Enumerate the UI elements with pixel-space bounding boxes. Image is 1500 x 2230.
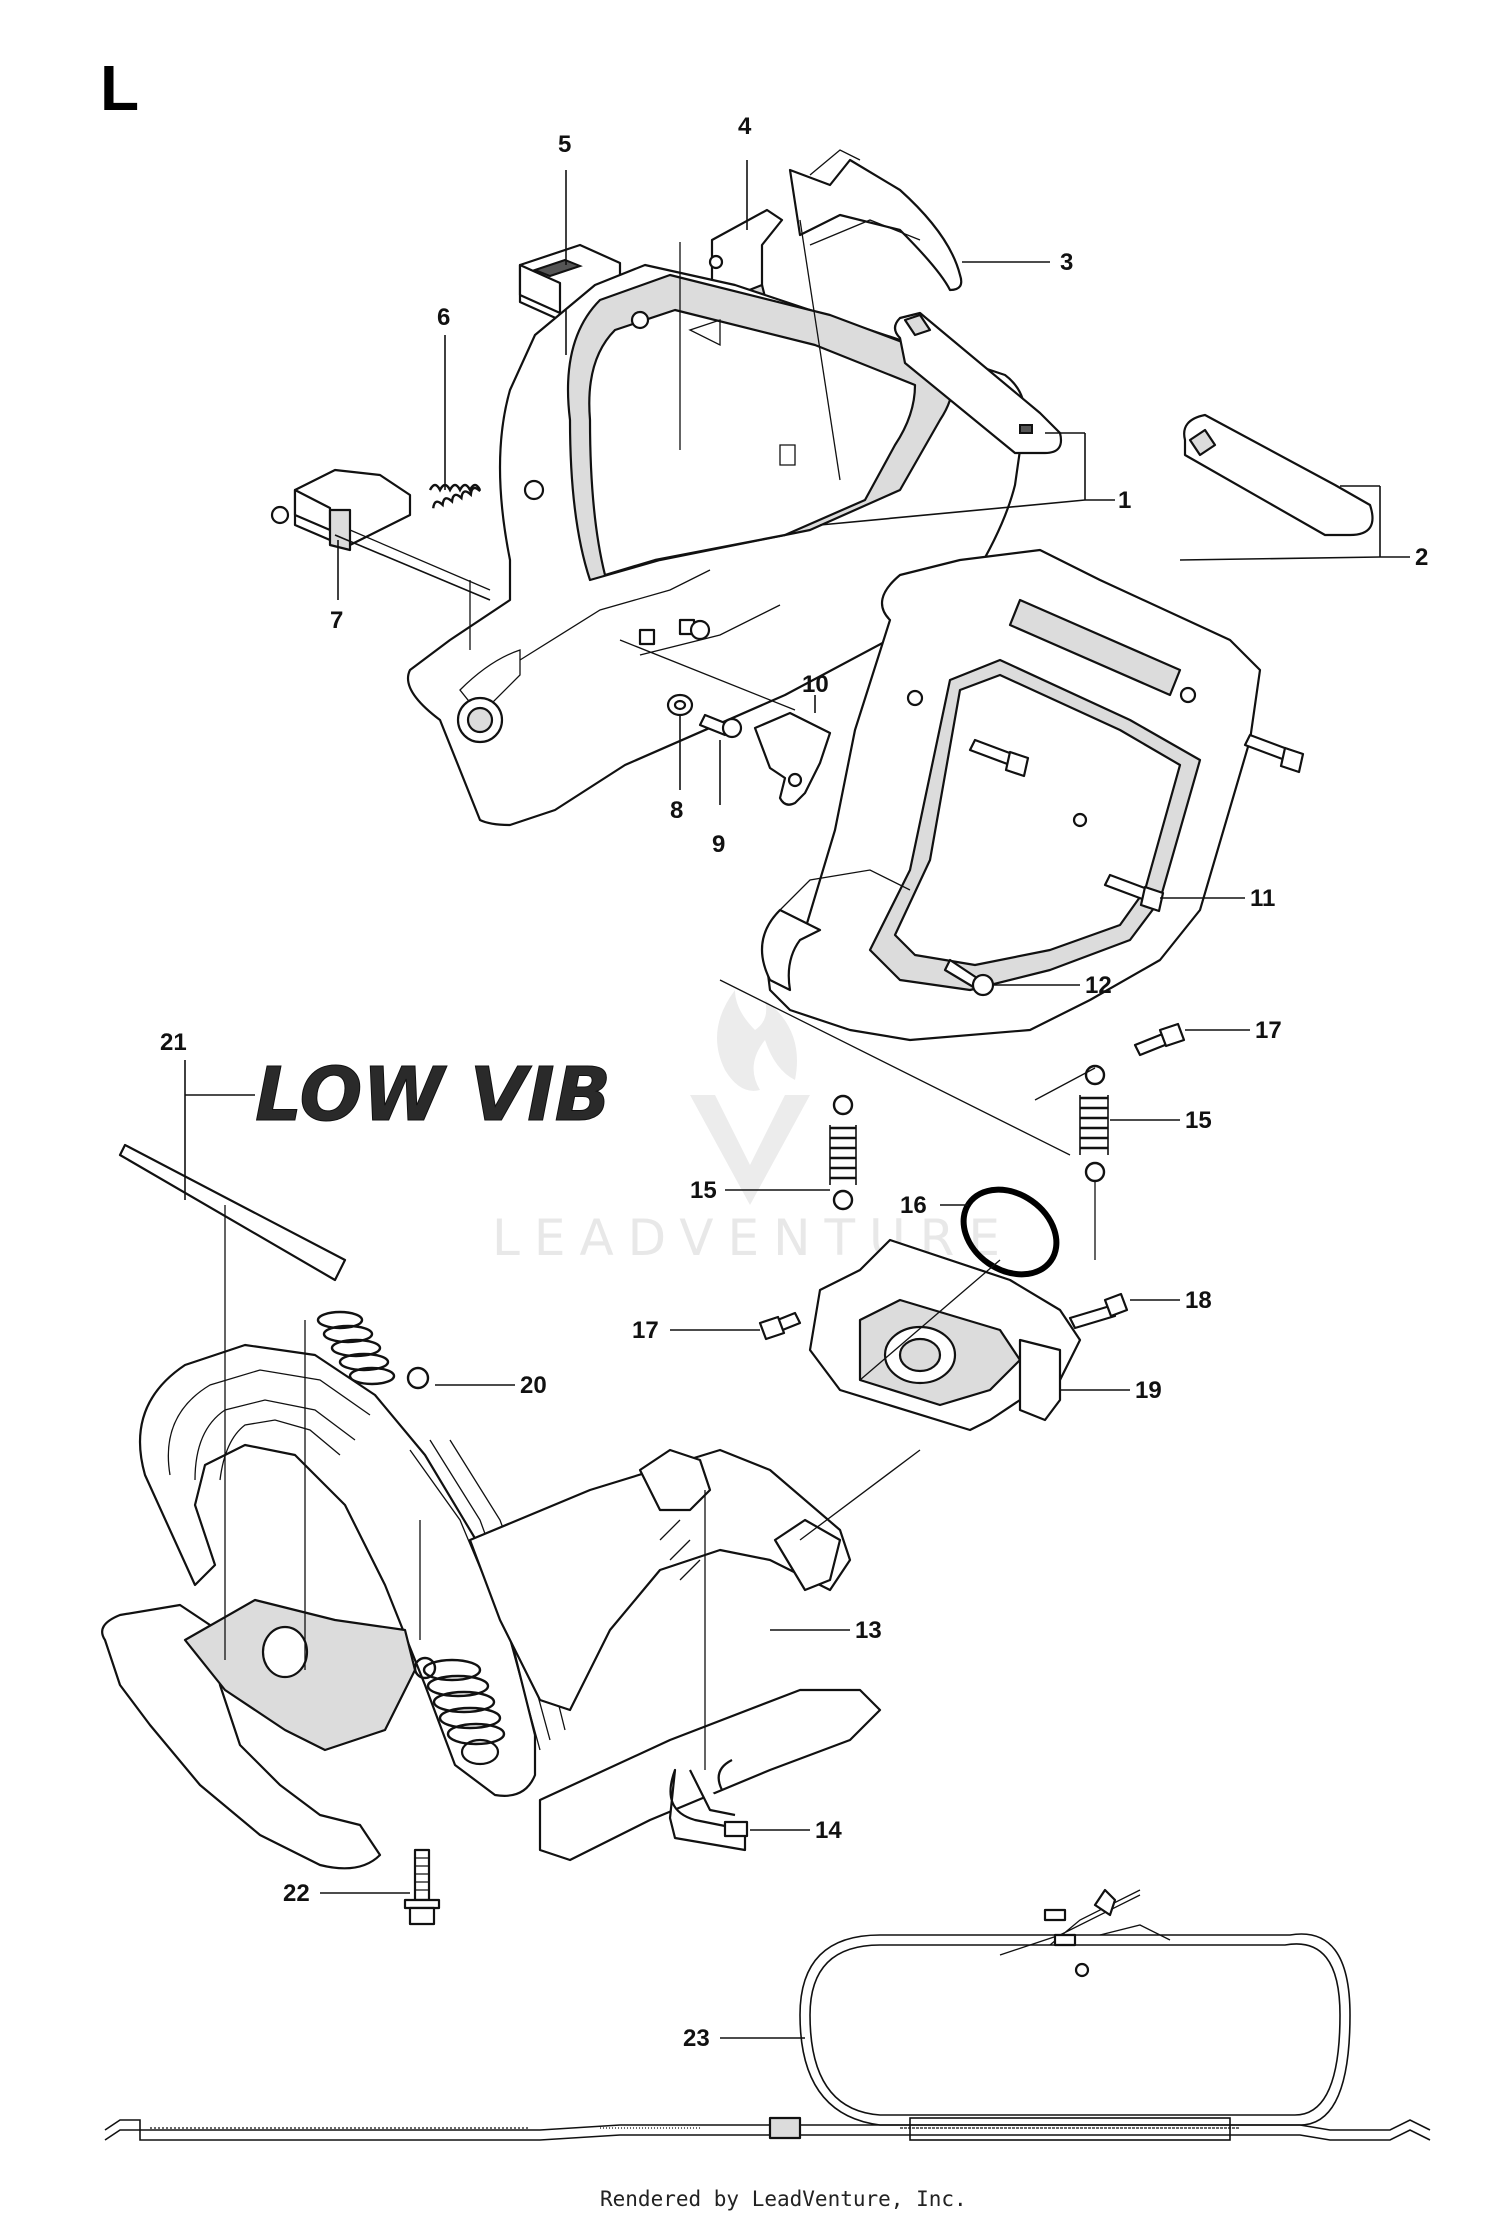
part-22-bolt [403, 1848, 441, 1926]
part-9-screw [698, 713, 743, 739]
part-6-spring [428, 483, 482, 509]
leader-lines [184, 160, 1410, 2039]
callout-22: 22 [283, 1880, 310, 1907]
screw-right-cover [1243, 733, 1305, 774]
part-11-screw [1103, 873, 1165, 913]
callout-labels: 5 4 3 6 1 2 7 10 8 9 11 12 21 17 15 15 1… [160, 113, 1428, 2052]
part-23-cable-harness [104, 1888, 1431, 2141]
front-cover [760, 548, 1262, 1042]
screw-left-cover [968, 738, 1030, 778]
callout-15-left: 15 [690, 1177, 717, 1204]
part-21-av-bracket [808, 1238, 1082, 1432]
callout-11: 11 [1250, 885, 1275, 912]
part-17-screw-left [758, 1311, 802, 1341]
callout-3: 3 [1060, 249, 1073, 276]
part-10-bracket [753, 711, 832, 806]
callout-20: 18 [1185, 1287, 1212, 1314]
callout-21: 19 [1135, 1377, 1162, 1404]
callout-17-top: 17 [1255, 1017, 1282, 1044]
part-19-decal: LOW VIB [118, 1052, 612, 1282]
part-20-screw [1068, 1292, 1129, 1330]
callout-4: 4 [738, 113, 752, 140]
part-15-spring-right [1079, 1064, 1109, 1183]
part-13-front-handle [101, 1343, 882, 1870]
callout-1: 1 [1118, 487, 1131, 514]
callout-10: 10 [802, 671, 829, 698]
callout-15-right: 15 [1185, 1107, 1212, 1134]
callout-19: 21 [160, 1029, 187, 1056]
part-7-trigger-block [270, 468, 412, 552]
callout-5: 5 [558, 131, 571, 158]
part-2-cover-insert [1183, 413, 1374, 537]
part-3-throttle-lever [788, 149, 963, 292]
callout-6: 6 [437, 304, 450, 331]
callout-7: 7 [330, 607, 343, 634]
callout-23: 23 [683, 2025, 710, 2052]
callout-16: 16 [900, 1192, 927, 1219]
callout-2: 2 [1415, 544, 1428, 571]
part-16-o-ring [960, 1186, 1060, 1278]
part-8-washer [666, 693, 694, 717]
callout-18: 20 [520, 1372, 547, 1399]
section-letter: L [100, 52, 139, 124]
part-18-spring [316, 1310, 430, 1390]
callout-9: 9 [712, 831, 725, 858]
part-12-screw [943, 958, 995, 997]
callout-12: 12 [1085, 972, 1112, 999]
callout-8: 8 [670, 797, 683, 824]
rear-handle [406, 263, 1027, 827]
callout-14: 14 [815, 1817, 842, 1844]
part-15-spring-left [829, 1094, 857, 1211]
watermark: LEADVENTURE [492, 990, 1000, 1267]
callout-17-left: 17 [632, 1317, 659, 1344]
part-14-clip [668, 1759, 749, 1852]
footer-credit: Rendered by LeadVenture, Inc. [600, 2187, 967, 2211]
decal-low-vib: LOW VIB [255, 1052, 611, 1138]
part-17-screw-top [1133, 1022, 1186, 1057]
front-handle-spring [413, 1656, 506, 1746]
callout-13: 13 [855, 1617, 882, 1644]
